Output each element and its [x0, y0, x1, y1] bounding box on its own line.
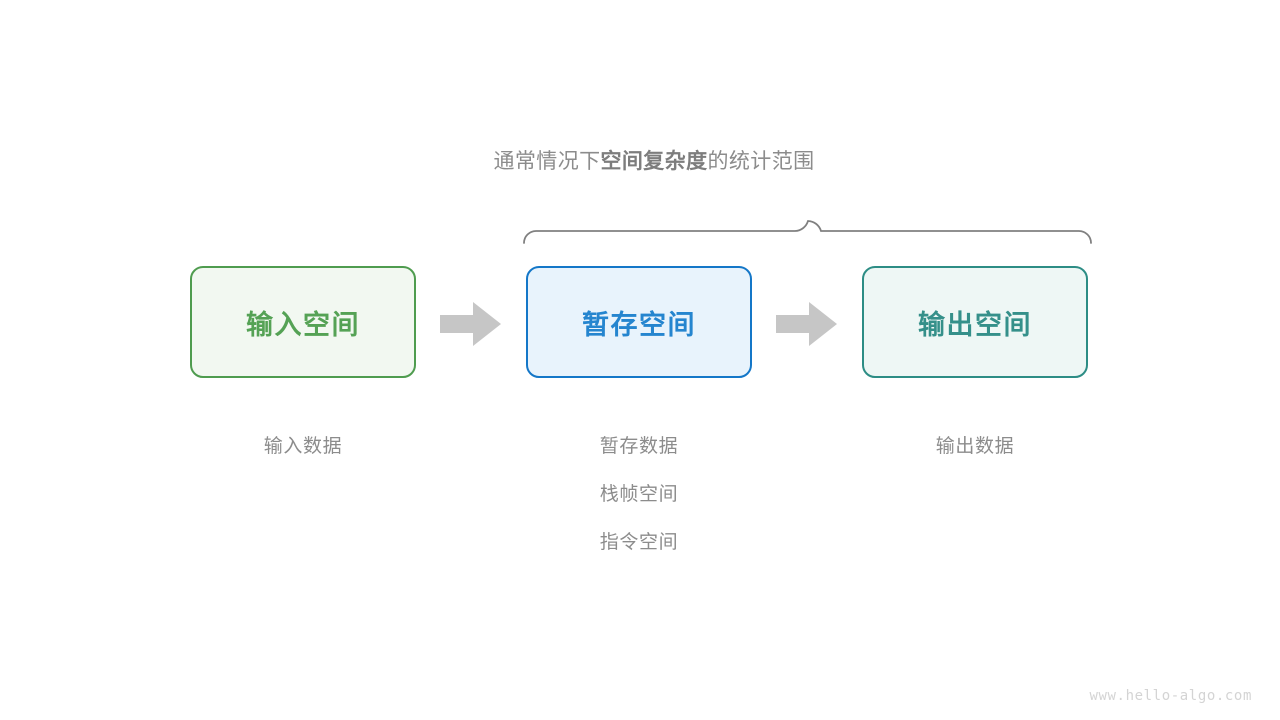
- box-input-space[interactable]: 输入空间: [190, 266, 416, 378]
- labels-temp-space: 暂存数据 栈帧空间 指令空间: [526, 423, 752, 567]
- box-input-space-title: 输入空间: [246, 309, 360, 340]
- list-item: 指令空间: [599, 532, 679, 553]
- list-item: 输出数据: [935, 436, 1015, 457]
- labels-input-space: 输入数据: [190, 423, 416, 471]
- box-temp-space-title: 暂存空间: [582, 309, 696, 340]
- list-item: 栈帧空间: [599, 484, 679, 505]
- box-temp-space[interactable]: 暂存空间: [526, 266, 752, 378]
- labels-output-space: 输出数据: [862, 423, 1088, 471]
- caption-prefix: 通常情况下: [493, 150, 601, 173]
- curly-brace-icon: [523, 220, 1092, 244]
- box-output-space[interactable]: 输出空间: [862, 266, 1088, 378]
- list-item: 输入数据: [263, 436, 343, 457]
- watermark: www.hello-algo.com: [1089, 688, 1252, 704]
- caption-emphasis: 空间复杂度: [600, 150, 708, 173]
- box-output-space-title: 输出空间: [918, 309, 1032, 340]
- arrow-right-icon: [776, 302, 837, 346]
- arrow-right-icon: [440, 302, 501, 346]
- brace-caption: 通常情况下空间复杂度的统计范围: [0, 147, 1280, 177]
- list-item: 暂存数据: [599, 436, 679, 457]
- caption-suffix: 的统计范围: [707, 150, 815, 173]
